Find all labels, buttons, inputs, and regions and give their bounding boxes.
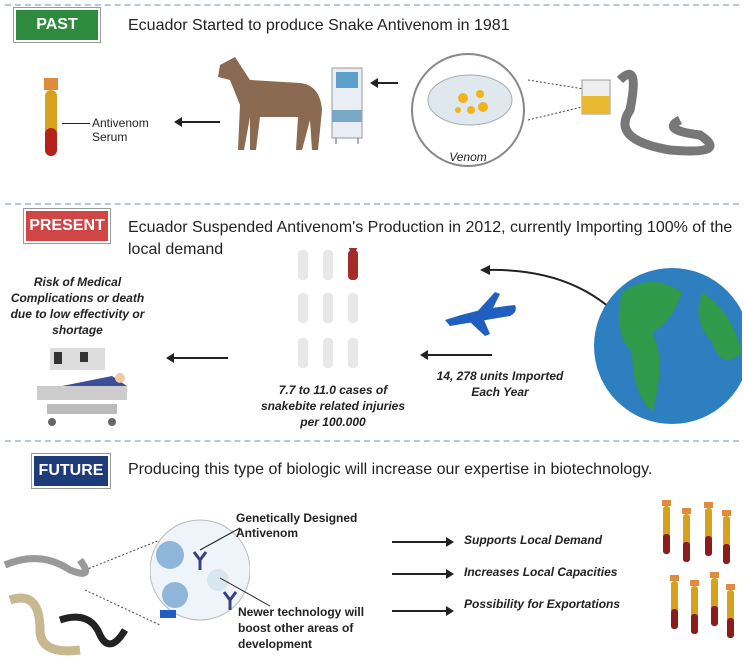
snake-icon xyxy=(527,69,715,156)
risk-line: shortage xyxy=(52,323,103,337)
future-title: Producing this type of biologic will inc… xyxy=(128,461,653,478)
arrow xyxy=(392,537,454,547)
import-line: Each Year xyxy=(471,385,529,399)
newer-line: development xyxy=(238,637,313,651)
cases-line: per 100.000 xyxy=(300,415,366,429)
cases-line: snakebite related injuries xyxy=(260,399,406,413)
newer-line: boost other areas of xyxy=(238,621,354,635)
arrow xyxy=(370,78,398,88)
snakes-icon xyxy=(3,540,161,656)
cases-text: 7.7 to 11.0 cases of snakebite related in… xyxy=(248,382,418,430)
newer-line: Newer technology will xyxy=(238,605,365,619)
hospital-bed-icon xyxy=(37,348,127,426)
outcome-item: Supports Local Demand xyxy=(464,533,603,547)
serum-tube-icon xyxy=(44,78,58,156)
risk-line: due to low effectivity or xyxy=(10,307,145,321)
serum-label-line: Serum xyxy=(92,130,128,144)
arrow xyxy=(166,353,228,363)
arrow xyxy=(174,117,220,127)
serum-label-line: Antivenom xyxy=(92,116,149,130)
venom-label: Venom xyxy=(449,150,487,164)
present-title-line: Ecuador Suspended Antivenom's Production… xyxy=(128,219,733,236)
risk-line: Complications or death xyxy=(10,291,145,305)
newer-tech-label: Newer technology will boost other areas o… xyxy=(238,604,364,652)
population-figures-icon xyxy=(298,248,358,368)
airplane-icon xyxy=(445,292,516,336)
genetic-line: Antivenom xyxy=(236,526,299,540)
risk-line: Risk of Medical xyxy=(33,275,122,289)
past-badge: PAST xyxy=(14,8,100,42)
genetic-line: Genetically Designed xyxy=(236,511,358,525)
present-badge: PRESENT xyxy=(24,209,110,243)
bioreactor-machine-icon xyxy=(331,67,363,144)
venom-petri-dish-icon xyxy=(411,53,525,167)
arrow xyxy=(392,569,454,579)
pointer-lines xyxy=(199,527,271,607)
antibody-circle-icon xyxy=(150,519,250,621)
cases-line: 7.7 to 11.0 cases of xyxy=(278,383,388,397)
present-title: Ecuador Suspended Antivenom's Production… xyxy=(128,217,732,261)
arrow xyxy=(392,606,454,616)
future-badge: FUTURE xyxy=(32,454,110,488)
import-line: 14, 278 units Imported xyxy=(436,369,564,383)
antivenom-tubes-icon xyxy=(662,500,735,638)
horse-icon xyxy=(218,57,322,150)
globe-icon xyxy=(594,268,742,424)
outcome-item: Increases Local Capacities xyxy=(464,565,618,579)
past-title: Ecuador Started to produce Snake Antiven… xyxy=(128,17,510,34)
present-title-line: local demand xyxy=(128,241,224,258)
arrow xyxy=(420,350,492,360)
outcome-item: Possibility for Exportations xyxy=(464,597,621,611)
